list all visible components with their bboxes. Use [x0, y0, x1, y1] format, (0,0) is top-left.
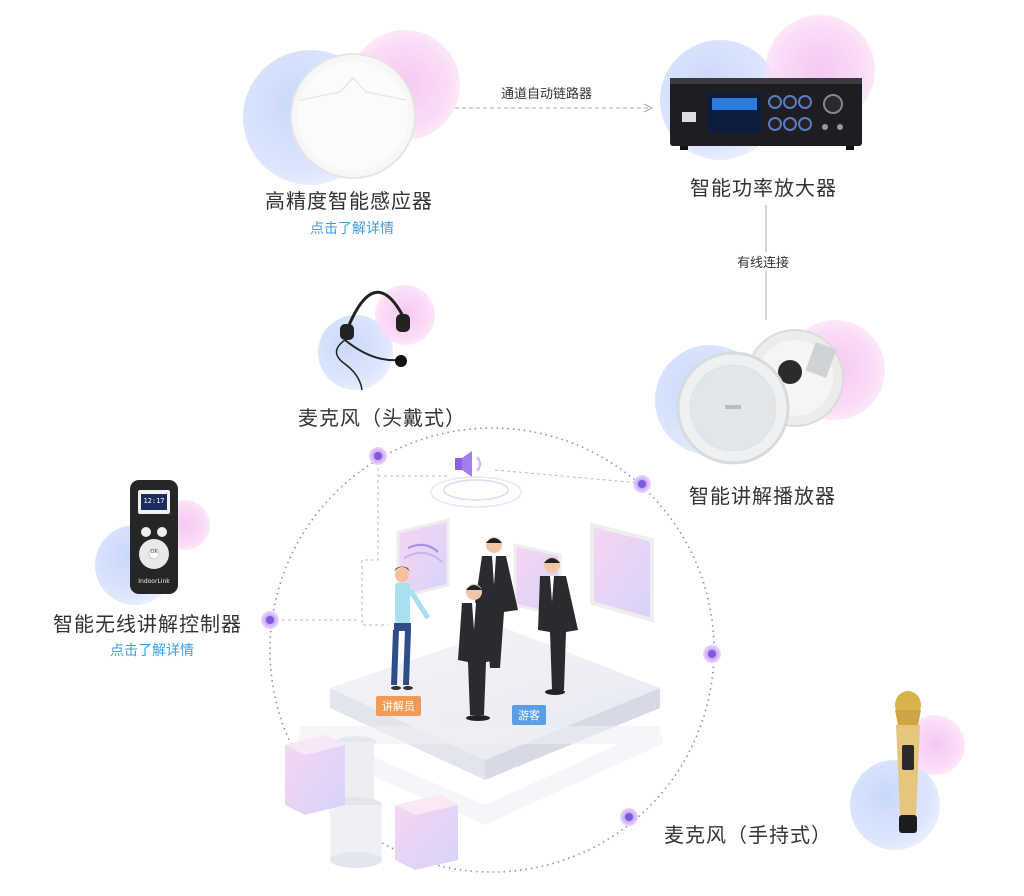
controller-brand: IndoorLink [130, 578, 178, 585]
handheld-mic-image [895, 691, 921, 833]
ring-node-right [703, 645, 721, 663]
sensor-amp-connection-label: 通道自动链路器 [497, 83, 596, 102]
ring-node-right-upper [633, 475, 651, 493]
amplifier-label: 智能功率放大器 [690, 172, 837, 201]
sensor-details-link[interactable]: 点击了解详情 [310, 218, 394, 238]
exhibit-frame-right [592, 525, 652, 620]
sensor-label: 高精度智能感应器 [265, 185, 433, 214]
amplifier-device-image [670, 78, 862, 150]
sensor-device-image [291, 54, 415, 178]
headset-mic-label: 麦克风（头戴式） [298, 402, 466, 431]
controller-screen-time: 12:17 [141, 497, 167, 505]
player-device-image [678, 330, 843, 463]
controller-label: 智能无线讲解控制器 [53, 608, 242, 637]
player-label: 智能讲解播放器 [689, 480, 836, 509]
amp-player-connection-label: 有线连接 [733, 252, 793, 271]
ring-node-bottom [620, 808, 638, 826]
handheld-mic-label: 麦克风（手持式） [664, 819, 832, 848]
ring-node-top [369, 447, 387, 465]
display-cube-left [285, 735, 345, 815]
controller-details-link[interactable]: 点击了解详情 [110, 640, 194, 660]
controller-ok-key: OK [146, 549, 162, 555]
visitor-tag: 游客 [512, 705, 546, 725]
speaker-signal-icon [431, 451, 521, 507]
guide-tag: 讲解员 [376, 696, 421, 716]
display-cube-right [395, 795, 458, 870]
headset-mic-image [337, 292, 411, 390]
ring-node-left [261, 611, 279, 629]
